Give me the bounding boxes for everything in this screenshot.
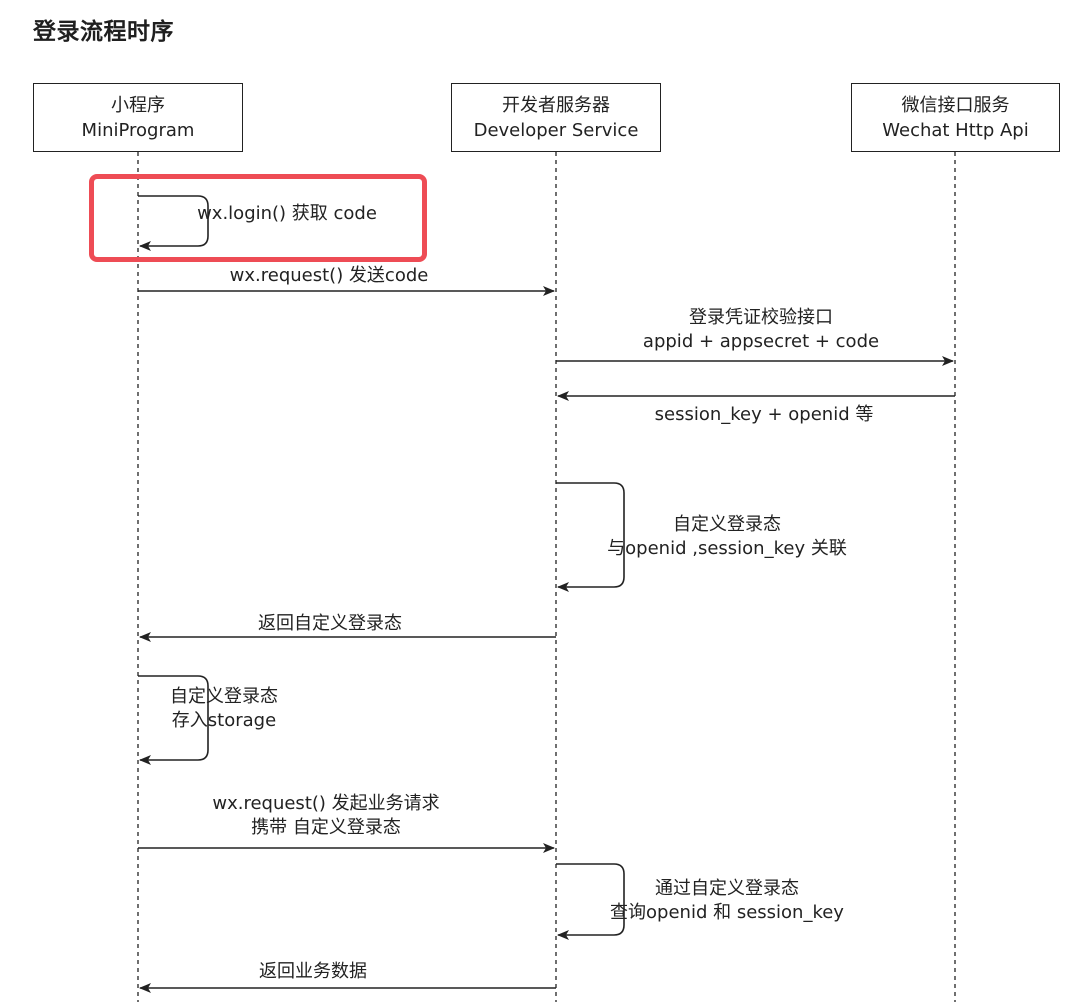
message-label-storage: 自定义登录态 存入storage	[170, 686, 278, 731]
message-label-business-request: wx.request() 发起业务请求 携带 自定义登录态	[212, 793, 440, 838]
participant-name: 微信接口服务	[901, 94, 1010, 116]
participant-name: 开发者服务器	[502, 94, 610, 116]
participant-developer-service: 开发者服务器 Developer Service	[451, 83, 661, 152]
self-loop-storage	[138, 675, 209, 765]
self-loop-custom-state	[556, 482, 625, 592]
message-label-wx-login: wx.login() 获取 code	[197, 203, 377, 224]
self-loop-query	[556, 863, 625, 940]
message-label-code2session: 登录凭证校验接口 appid + appsecret + code	[642, 307, 880, 352]
message-label-return-business-data: 返回业务数据	[259, 961, 367, 982]
participant-wechat-api: 微信接口服务 Wechat Http Api	[851, 83, 1060, 152]
participant-miniprogram: 小程序 MiniProgram	[33, 83, 243, 152]
participant-subtitle: Wechat Http Api	[882, 119, 1029, 141]
highlight-box	[89, 174, 427, 262]
page-title: 登录流程时序	[33, 19, 174, 45]
self-loop-wx-login	[138, 195, 209, 251]
message-label-custom-state: 自定义登录态 与openid ,session_key 关联	[607, 514, 847, 559]
message-label-return-custom-state: 返回自定义登录态	[258, 613, 402, 634]
message-label-request-code: wx.request() 发送code	[229, 265, 429, 286]
message-label-query: 通过自定义登录态 查询openid 和 session_key	[610, 878, 844, 923]
message-label-session-key: session_key + openid 等	[654, 404, 874, 425]
participant-name: 小程序	[111, 94, 165, 116]
participant-subtitle: Developer Service	[473, 119, 639, 141]
participant-subtitle: MiniProgram	[81, 119, 195, 141]
